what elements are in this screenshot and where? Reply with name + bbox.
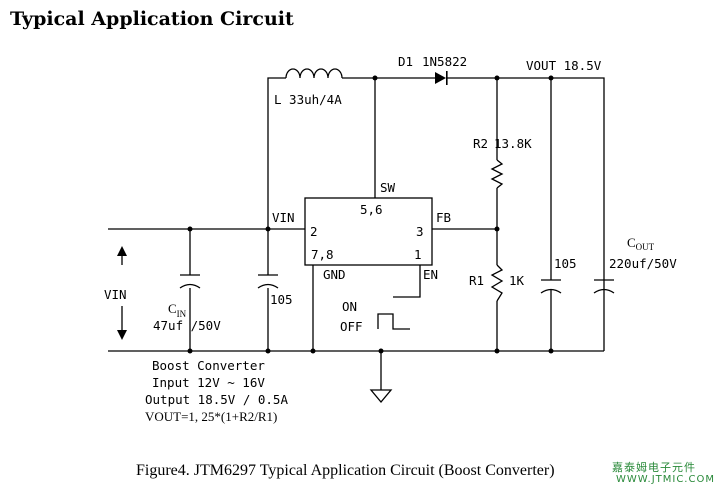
cap-cin-plate — [179, 274, 201, 289]
cin-label: CIN — [168, 301, 187, 319]
wire-inductor-left — [267, 77, 286, 229]
junction-gnd-mid — [378, 348, 384, 354]
off-label: OFF — [340, 319, 363, 334]
arrow-down-head — [117, 330, 127, 340]
r2-value: 13.8K — [494, 136, 532, 151]
diode-triangle — [435, 72, 446, 84]
cap-105-out-plate — [540, 279, 562, 294]
watermark-chinese: 嘉泰姆电子元件 — [612, 461, 696, 474]
diode-bar — [446, 71, 448, 85]
on-label: ON — [342, 299, 357, 314]
page-title: Typical Application Circuit — [10, 8, 294, 30]
vin-side-label: VIN — [104, 287, 127, 302]
arrow-up-head — [117, 246, 127, 256]
pins-78: 7,8 — [311, 247, 334, 262]
junction-gnd-cap — [548, 348, 554, 354]
cap-105-in-label: 105 — [270, 292, 293, 307]
pin-3: 3 — [416, 224, 424, 239]
junction-gnd-105 — [265, 348, 271, 354]
r2-name: R2 — [473, 136, 488, 151]
ground-symbol — [369, 389, 393, 404]
junction-r2-top — [494, 75, 500, 81]
sw-label: SW — [380, 180, 396, 195]
diode-name: D1 — [398, 54, 413, 69]
vin-pin-label: VIN — [272, 210, 295, 225]
r1-name: R1 — [469, 273, 484, 288]
vout-label: VOUT 18.5V — [526, 58, 602, 73]
note-line-4: VOUT=1, 25*(1+R2/R1) — [145, 409, 277, 424]
resistor-r2 — [490, 159, 504, 189]
watermark-url: WWW.JTMIC.COM — [616, 474, 715, 485]
pin-2: 2 — [310, 224, 318, 239]
junction-sw — [372, 75, 378, 81]
inductor-coil — [285, 68, 343, 79]
junction-cin — [187, 226, 193, 232]
diode-part: 1N5822 — [422, 54, 467, 69]
junction-fb — [494, 226, 500, 232]
inductor-label: L 33uh/4A — [274, 92, 342, 107]
wire-en — [393, 265, 421, 298]
pins-56: 5,6 — [360, 202, 383, 217]
gnd-label: GND — [323, 267, 346, 282]
cin-value: 47uf /50V — [153, 318, 221, 333]
chip-jtm6297 — [304, 197, 433, 266]
junction-gnd-chip — [310, 348, 316, 354]
cap-105-in-plate — [257, 274, 279, 289]
en-pulse — [377, 313, 410, 330]
r1-value: 1K — [509, 273, 525, 288]
cap-cout-plate — [593, 279, 615, 294]
pin-1: 1 — [414, 247, 422, 262]
junction-vin-l — [265, 226, 271, 232]
wire-diode-vout — [446, 77, 605, 351]
en-label: EN — [423, 267, 438, 282]
resistor-r1 — [490, 264, 504, 302]
note-line-2: Input 12V ~ 16V — [152, 375, 265, 390]
note-line-1: Boost Converter — [152, 358, 265, 373]
junction-gnd-r1 — [494, 348, 500, 354]
cap-105-out-label: 105 — [554, 256, 577, 271]
junction-gnd-cin — [187, 348, 193, 354]
junction-cap-top — [548, 75, 554, 81]
note-line-3: Output 18.5V / 0.5A — [145, 392, 288, 407]
fb-label: FB — [436, 210, 451, 225]
figure-caption: Figure4. JTM6297 Typical Application Cir… — [136, 462, 555, 479]
cout-label: COUT — [627, 235, 655, 252]
cout-value: 220uf/50V — [609, 256, 677, 271]
